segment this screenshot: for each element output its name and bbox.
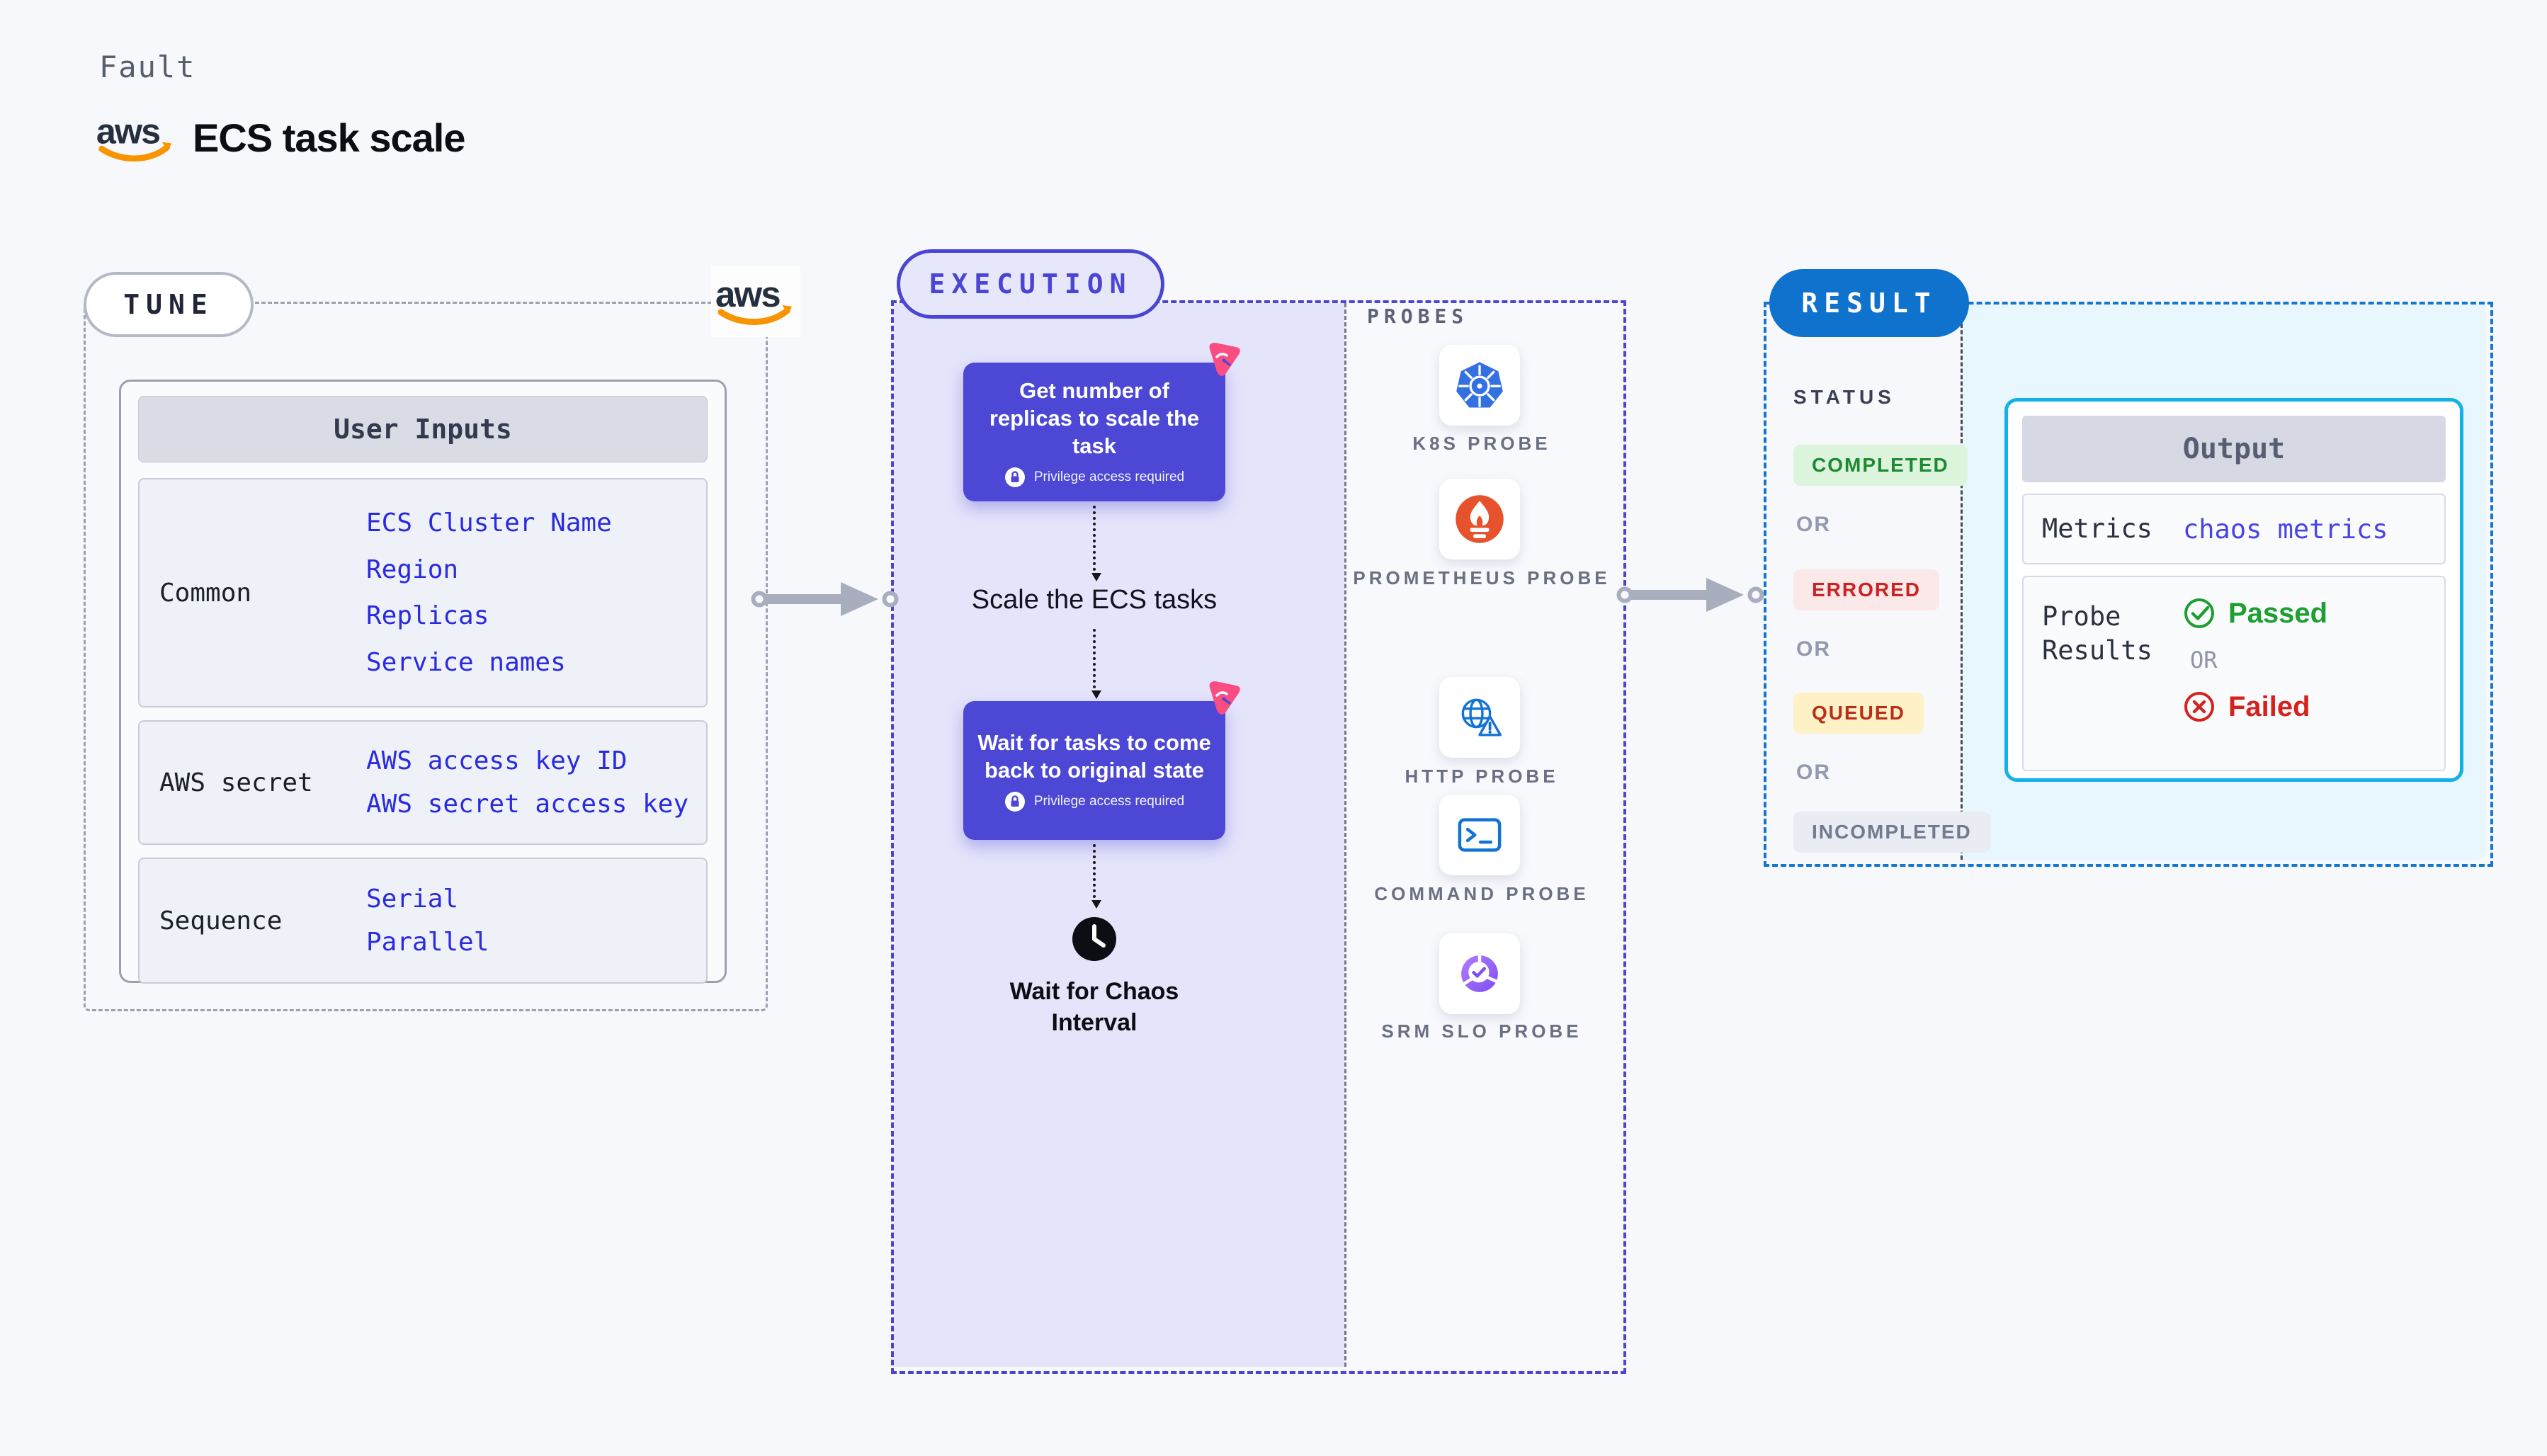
page-kicker: Fault [99,50,196,84]
status-badge-errored: ERRORED [1793,569,1940,610]
input-link-parallel[interactable]: Parallel [366,928,489,957]
privilege-note: Privilege access required [1004,791,1184,812]
group-label: Sequence [159,906,283,935]
result-divider [1961,305,1963,860]
probe-label-prometheus: PROMETHEUS PROBE [1353,567,1611,588]
or-label: OR [2190,647,2218,673]
probes-label: PROBES [1367,305,1469,328]
user-inputs-group-aws-secret: AWS secret AWS access key ID AWS secret … [138,720,708,845]
output-card: Output Metrics chaos metrics Probe Resul… [2004,398,2463,782]
prometheus-icon [1456,495,1504,543]
user-inputs-header: User Inputs [138,396,708,462]
step-title: Wait for tasks to come back to original … [977,730,1211,783]
status-badge-incompleted: INCOMPLETED [1793,812,1990,853]
arrow-right-icon [1616,578,1764,612]
chaos-pinwheel-icon [1209,343,1240,377]
input-link-replicas[interactable]: Replicas [366,601,489,631]
probe-card-srm-slo [1439,933,1520,1014]
result-section-badge: RESULT [1769,269,1969,337]
aws-logo-icon: aws [711,266,800,337]
dotted-arrow-down-icon [1091,506,1101,581]
user-inputs-group-sequence: Sequence Serial Parallel [138,858,708,984]
arrow-right-icon [751,582,899,616]
step-card-wait-original-state: Wait for tasks to come back to original … [963,701,1225,840]
user-inputs-group-common: Common ECS Cluster Name Region Replicas … [138,478,708,707]
probe-card-http [1439,677,1520,758]
terminal-icon [1458,818,1502,852]
chaos-pinwheel-icon [1209,681,1240,715]
probe-card-k8s [1439,345,1520,426]
clock-icon [1072,917,1116,961]
input-link-ecs-cluster-name[interactable]: ECS Cluster Name [366,508,612,538]
group-label: Common [159,578,252,608]
probe-result-passed: Passed [2183,597,2327,630]
input-link-region[interactable]: Region [366,554,459,584]
input-link-aws-secret-access-key[interactable]: AWS secret access key [366,789,689,819]
step-scale-ecs-tasks: Scale the ECS tasks [971,585,1218,615]
kubernetes-icon [1456,362,1503,408]
privilege-note-text: Privilege access required [1033,794,1185,809]
input-link-serial[interactable]: Serial [366,885,459,914]
step-wait-chaos-interval: Wait for Chaos Interval [1009,978,1179,1036]
output-row-metrics: Metrics chaos metrics [2022,494,2446,564]
slo-pie-check-icon [1461,955,1498,992]
probe-label-k8s: K8S PROBE [1412,433,1551,454]
x-circle-icon [2184,692,2214,722]
check-circle-icon [2184,598,2214,628]
probe-card-command [1439,795,1520,875]
probe-label-command: COMMAND PROBE [1374,883,1589,904]
execution-section-badge: EXECUTION [897,249,1164,319]
aws-logo-text: aws [96,113,159,152]
step-title: Get number of replicas to scale the task [989,377,1200,458]
metrics-label: Metrics [2042,513,2152,544]
input-link-aws-access-key-id[interactable]: AWS access key ID [366,746,628,776]
tune-section-badge: TUNE [84,272,254,337]
probe-results-label: Probe Results [2042,601,2152,666]
output-header: Output [2022,416,2446,482]
page-title: ECS task scale [193,115,465,160]
or-label: OR [1796,637,1831,661]
chaos-metrics-link[interactable]: chaos metrics [2183,513,2388,545]
passed-label: Passed [2228,597,2328,629]
or-label: OR [1796,513,1831,536]
probe-label-srm-slo: SRM SLO PROBE [1381,1020,1582,1042]
dotted-arrow-down-icon [1091,844,1101,909]
failed-label: Failed [2228,690,2310,722]
output-row-probe-results: Probe Results Passed OR Failed [2022,576,2446,771]
step-card-get-replicas: Get number of replicas to scale the task… [963,363,1225,501]
privilege-note: Privilege access required [1004,467,1184,488]
probe-result-failed: Failed [2183,690,2327,723]
tune-section-frame [84,302,768,1011]
lock-icon [1004,792,1025,812]
or-label: OR [1796,761,1831,784]
probe-card-prometheus [1439,479,1520,559]
privilege-note-text: Privilege access required [1033,469,1185,484]
http-globe-warning-icon [1461,698,1502,736]
lock-icon [1004,467,1025,487]
probe-label-http: HTTP PROBE [1405,766,1559,787]
status-badge-queued: QUEUED [1793,693,1924,734]
aws-logo-icon: aws [95,112,177,164]
status-badge-completed: COMPLETED [1793,445,1968,486]
dotted-arrow-down-icon [1091,629,1101,699]
input-link-service-names[interactable]: Service names [366,648,566,678]
user-inputs-table: User Inputs Common ECS Cluster Name Regi… [119,380,727,984]
group-label: AWS secret [159,768,313,797]
status-label: STATUS [1793,386,1895,408]
aws-logo-text: aws [715,275,780,314]
